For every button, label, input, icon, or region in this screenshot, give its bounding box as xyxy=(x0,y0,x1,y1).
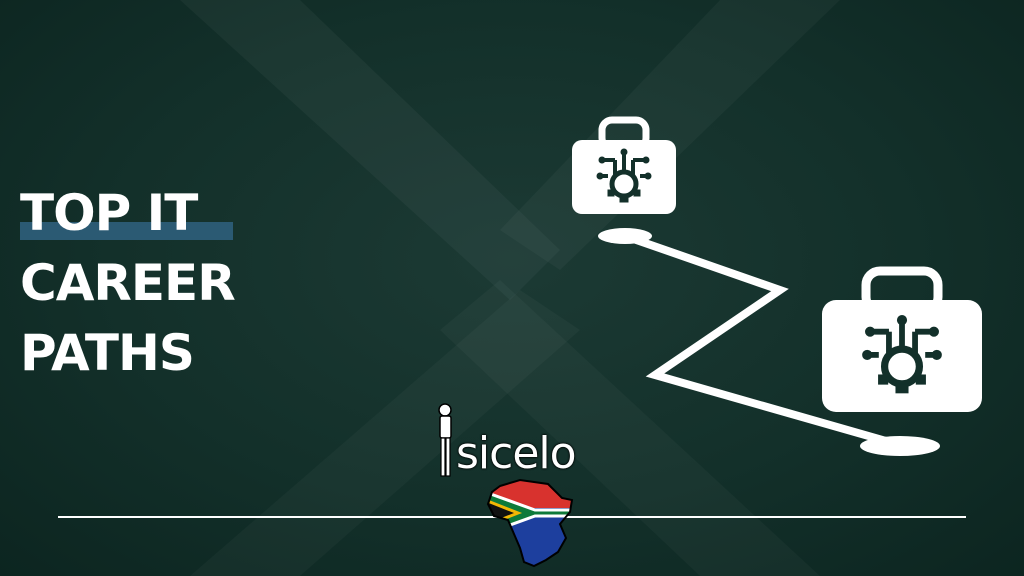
briefcase-circuit-icon xyxy=(572,116,676,214)
south-africa-flag-map-icon xyxy=(486,478,574,568)
title-highlight-bar xyxy=(20,222,233,240)
title-line-2: CAREER xyxy=(20,254,236,312)
title-block: TOP IT CAREER PATHS xyxy=(20,178,236,388)
briefcase-circuit-icon xyxy=(822,266,982,412)
title-line-1: TOP IT xyxy=(20,178,235,248)
person-figure-icon xyxy=(438,403,452,477)
title-line-3: PATHS xyxy=(20,324,195,382)
brand-logo-text: sicelo xyxy=(456,428,577,479)
career-path-line xyxy=(598,228,940,456)
